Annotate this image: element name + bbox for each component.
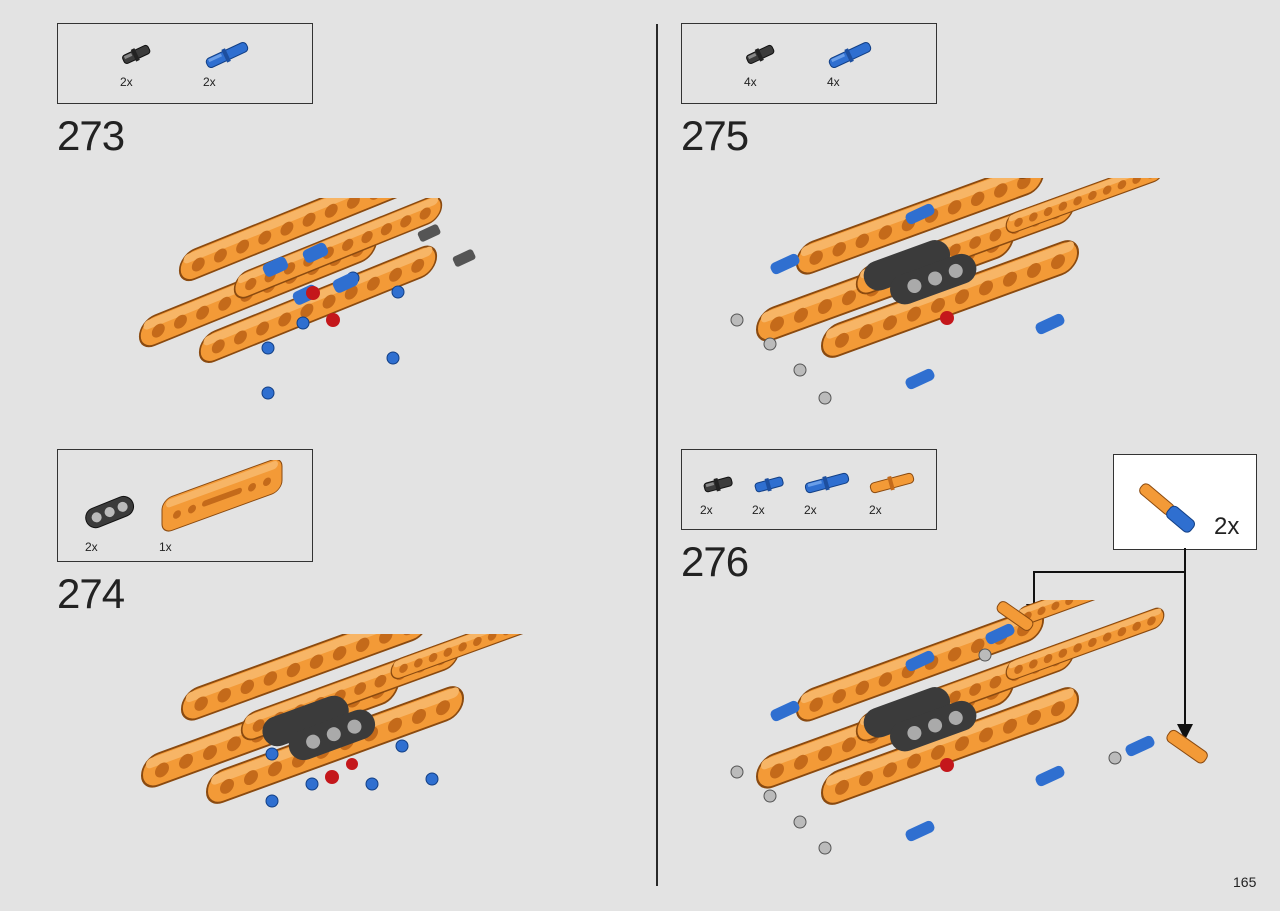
step-number: 276 (681, 538, 749, 585)
step-276-model (725, 600, 1220, 865)
parts-box-step-273: 2x 2x (57, 23, 313, 104)
black-beam-icon (82, 492, 138, 534)
step-274-model (132, 634, 562, 866)
page-divider (656, 24, 658, 886)
part-qty: 2x (752, 503, 765, 517)
part-qty: 4x (827, 75, 840, 89)
parts-box-step-274: 2x 1x (57, 449, 313, 562)
step-number: 275 (681, 112, 749, 159)
step-number: 273 (57, 112, 125, 159)
blue-axle-pin-icon (802, 468, 852, 498)
black-pin-icon (118, 42, 154, 66)
step-273-model (128, 198, 488, 413)
part-qty: 1x (159, 540, 172, 554)
black-pin-icon (742, 42, 778, 66)
part-qty: 2x (120, 75, 133, 89)
orange-blue-pin-assembly-icon (1126, 467, 1206, 547)
blue-pin-icon (751, 472, 787, 496)
orange-axle-pin-icon (867, 468, 917, 498)
page-number: 165 (1233, 874, 1257, 890)
parts-box-step-275: 4x 4x (681, 23, 937, 104)
black-pin-icon (700, 472, 736, 496)
part-qty: 2x (804, 503, 817, 517)
orange-panel-icon (158, 460, 298, 538)
parts-box-step-276: 2x 2x 2x 2x (681, 449, 937, 530)
blue-axle-pin-icon (202, 40, 252, 70)
part-qty: 2x (203, 75, 216, 89)
part-qty: 4x (744, 75, 757, 89)
part-qty: 2x (869, 503, 882, 517)
blue-axle-pin-icon (825, 40, 875, 70)
sub-assembly-callout: 2x (1113, 454, 1257, 550)
part-qty: 2x (85, 540, 98, 554)
part-qty: 2x (700, 503, 713, 517)
callout-qty: 2x (1214, 513, 1240, 540)
step-275-model (725, 178, 1170, 418)
step-number: 274 (57, 570, 125, 617)
